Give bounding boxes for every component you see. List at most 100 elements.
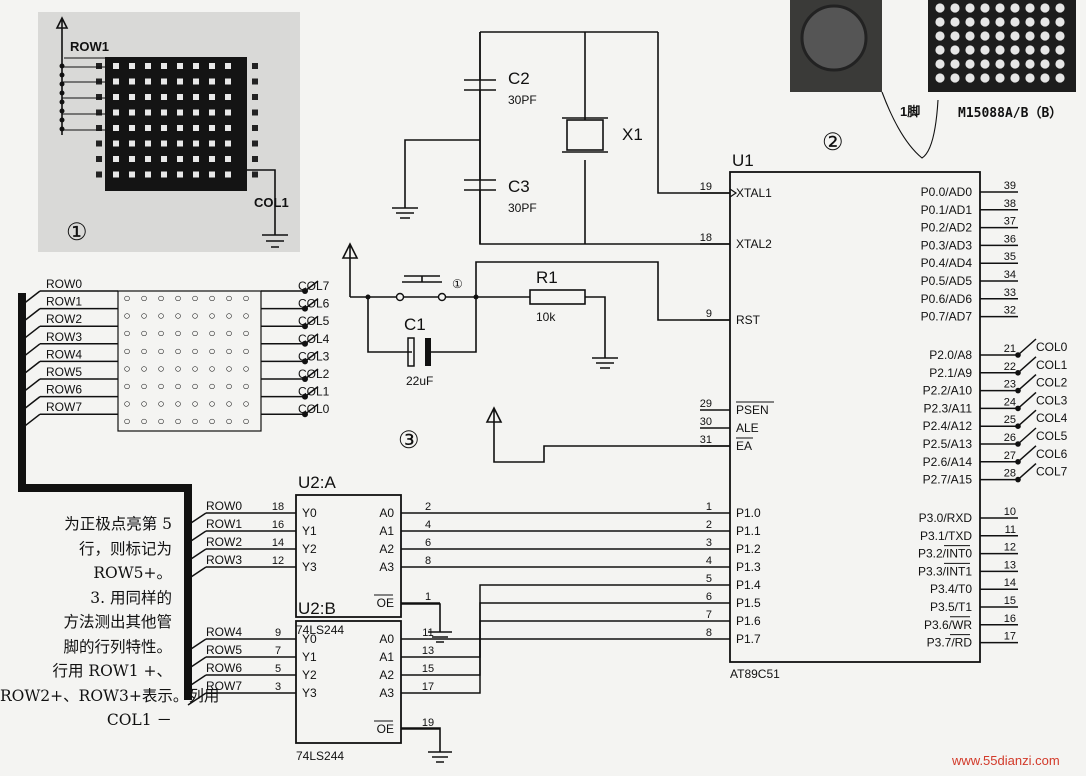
inset2-led (1055, 45, 1065, 55)
u1-pin-number: 37 (1004, 216, 1016, 228)
u2-pin-name: Y0 (302, 506, 317, 520)
inset-dot (113, 125, 119, 131)
u1-pin-number: 13 (1004, 559, 1016, 571)
matrix-led: ○ (208, 309, 215, 323)
inset-dot (209, 171, 215, 178)
u2-pin-name: Y2 (302, 542, 317, 556)
u1-pin-number: 4 (706, 555, 712, 567)
u1-pin-name: XTAL2 (736, 237, 772, 251)
inset2-led (995, 3, 1005, 13)
inset2-led (980, 3, 990, 13)
col-wire-slant (304, 298, 319, 310)
p1-wire (440, 620, 700, 676)
inset2-led (950, 59, 960, 69)
u2-row-net-label: ROW4 (206, 625, 242, 639)
inset-dot (113, 109, 119, 116)
u1-pin-number: 31 (700, 434, 712, 446)
inset2-led (965, 45, 975, 55)
u1-pin-number: 25 (1004, 414, 1016, 426)
matrix-led: ○ (242, 309, 249, 323)
matrix-led: ○ (140, 309, 147, 323)
u1-pin-number: 17 (1004, 631, 1016, 643)
inset-dot (145, 63, 151, 69)
u2-row-net-label: ROW3 (206, 553, 242, 567)
u1-pin-name: P1.0 (736, 506, 761, 520)
u2-pin-name: Y3 (302, 560, 317, 574)
matrix-led-dots: ○○○○○○○○○○○○○○○○○○○○○○○○○○○○○○○○○○○○○○○○… (123, 291, 249, 428)
col-net-slant (1017, 356, 1037, 374)
u1-pin-number: 5 (706, 573, 712, 585)
inset-pin (96, 94, 102, 100)
matrix-col-label: COL0 (298, 402, 330, 416)
matrix-led: ○ (208, 291, 215, 305)
u2-net-slant (187, 548, 207, 562)
matrix-led: ○ (225, 344, 232, 358)
inset-dot (177, 171, 183, 178)
matrix-led: ○ (140, 291, 147, 305)
inset-dot (177, 125, 183, 131)
u2a-ref: U2:A (298, 473, 336, 492)
inset-dot (193, 156, 199, 162)
inset-pin (252, 171, 258, 178)
u1-pin-name: P0.2/AD2 (921, 221, 973, 235)
inset-dot (225, 78, 231, 85)
matrix-led: ○ (123, 344, 130, 358)
inset-dot (193, 125, 199, 131)
matrix-led: ○ (208, 326, 215, 340)
col-wire-slant (304, 386, 319, 398)
inset-pin (252, 125, 258, 131)
matrix-led: ○ (123, 414, 130, 428)
u1-pin-name: P1.1 (736, 524, 761, 538)
inset2-led (1055, 73, 1065, 83)
inset2-led (950, 31, 960, 41)
inset2-led (1055, 59, 1065, 69)
inset-dot (129, 109, 135, 116)
u1-pin-name: P3.0/RXD (919, 511, 973, 525)
u1-pin-name: P1.3 (736, 560, 761, 574)
inset-dot (145, 171, 151, 178)
col-net-slant (1017, 391, 1037, 409)
u1-col-net-label: COL5 (1036, 429, 1068, 443)
article-line: 行，则标记为 (78, 539, 172, 558)
u1-pin-name: P0.3/AD3 (921, 238, 973, 252)
article-line: 为正极点亮第 5 (64, 515, 172, 533)
u2-pin-number: 6 (425, 537, 431, 549)
inset-dot (193, 94, 199, 100)
inset2-led (1040, 59, 1050, 69)
u1-pin-name: P0.1/AD1 (921, 203, 973, 217)
inset2-led (1025, 59, 1035, 69)
inset2-led (995, 31, 1005, 41)
u1-pin-number: 38 (1004, 198, 1016, 210)
matrix-led: ○ (191, 291, 198, 305)
u2-pin-number: 15 (422, 663, 434, 675)
u1-pin-number: 24 (1004, 396, 1016, 408)
inset-dot (113, 156, 119, 162)
inset-pin (96, 156, 102, 162)
matrix-led: ○ (140, 414, 147, 428)
u1-pin-name: P2.6/A14 (923, 455, 973, 469)
u2-pin-number: 2 (425, 501, 431, 513)
u2-pin-name: A2 (379, 668, 394, 682)
u2-pin-name: A1 (379, 524, 394, 538)
u1-pin-number: 33 (1004, 287, 1016, 299)
matrix-led: ○ (191, 361, 198, 375)
inset2-led (950, 45, 960, 55)
inset2-led (1040, 17, 1050, 27)
u1-pin-name: P1.4 (736, 578, 761, 592)
u2-pin-number: 18 (272, 501, 284, 513)
matrix-led: ○ (191, 414, 198, 428)
inset-dot (177, 140, 183, 147)
matrix-led: ○ (174, 309, 181, 323)
inset-dot (145, 156, 151, 162)
u1-pin-number: 10 (1004, 506, 1016, 518)
inset-pin (252, 156, 258, 162)
inset-dot (129, 94, 135, 100)
u1-pin-name: P3.6/WR (924, 618, 972, 632)
inset2-led (1040, 45, 1050, 55)
u1-pin-name: P2.3/A11 (924, 401, 973, 415)
clock-marker (729, 188, 738, 198)
article-line: 方法测出其他管 (63, 613, 172, 631)
u2-pin-name: A3 (379, 686, 394, 700)
matrix-led: ○ (242, 291, 249, 305)
